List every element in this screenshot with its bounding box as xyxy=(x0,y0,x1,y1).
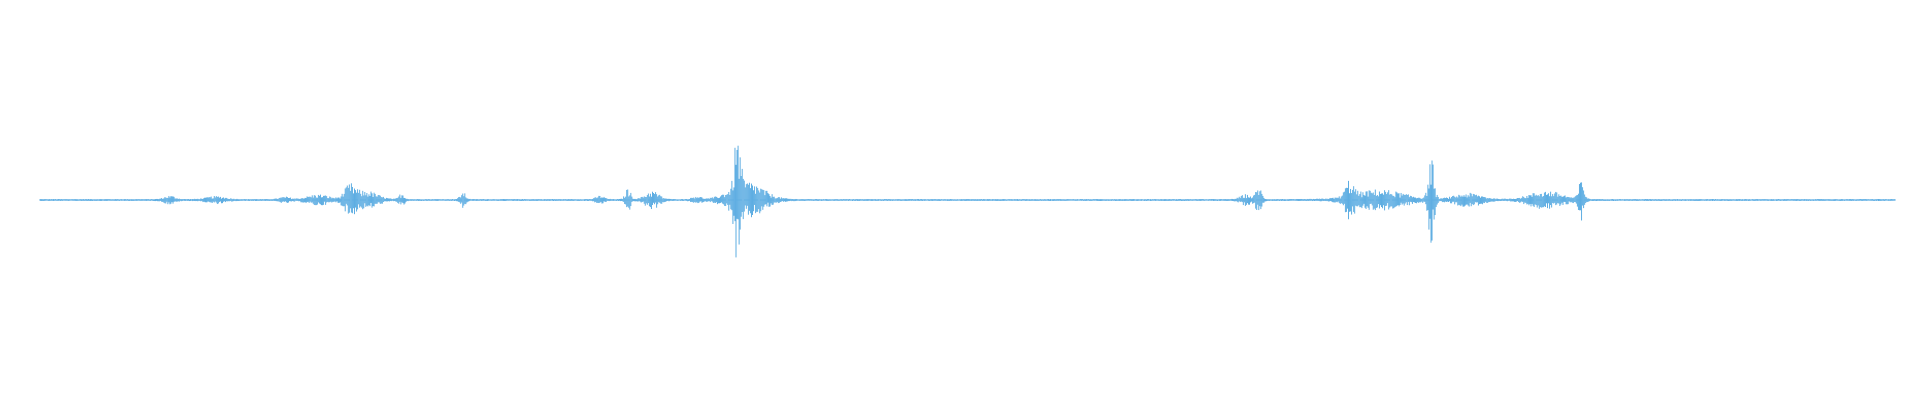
waveform-samples xyxy=(39,145,1896,258)
